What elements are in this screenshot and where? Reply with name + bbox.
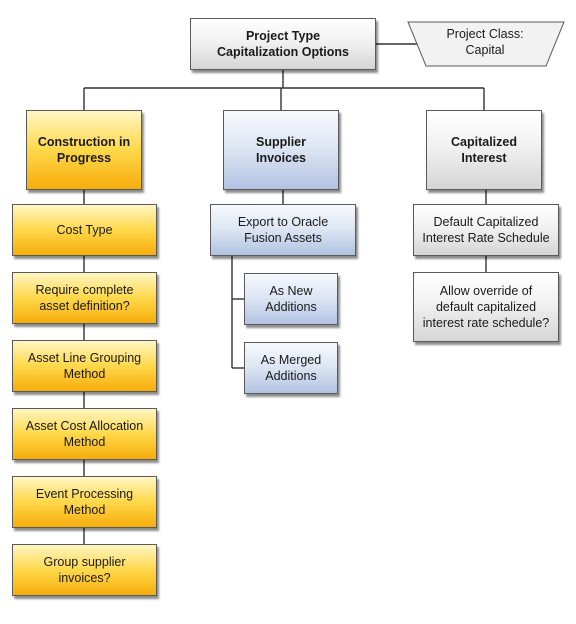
asset-line-grouping-method-box: Asset Line Grouping Method xyxy=(12,340,157,392)
event-processing-method-box: Event Processing Method xyxy=(12,476,157,528)
project-class-label: Project Class: Capital xyxy=(446,26,524,57)
asset-cost-allocation-method-box: Asset Cost Allocation Method xyxy=(12,408,157,460)
cost-type-box: Cost Type xyxy=(12,204,157,256)
project-type-capitalization-options-box: Project Type Capitalization Options xyxy=(190,18,376,70)
as-merged-additions-box: As Merged Additions xyxy=(244,342,338,394)
group-supplier-invoices-box: Group supplier invoices? xyxy=(12,544,157,596)
export-to-oracle-fusion-assets-box: Export to Oracle Fusion Assets xyxy=(210,204,356,256)
supplier-invoices-box: Supplier Invoices xyxy=(223,110,339,190)
allow-override-interest-rate-schedule-box: Allow override of default capitalized in… xyxy=(413,272,559,342)
project-class-trapezoid-shape xyxy=(407,21,565,67)
as-new-additions-box: As New Additions xyxy=(244,273,338,325)
construction-in-progress-box: Construction in Progress xyxy=(26,110,142,190)
capitalized-interest-box: Capitalized Interest xyxy=(426,110,542,190)
require-complete-asset-definition-box: Require complete asset definition? xyxy=(12,272,157,324)
default-capitalized-interest-rate-schedule-box: Default Capitalized Interest Rate Schedu… xyxy=(413,204,559,256)
